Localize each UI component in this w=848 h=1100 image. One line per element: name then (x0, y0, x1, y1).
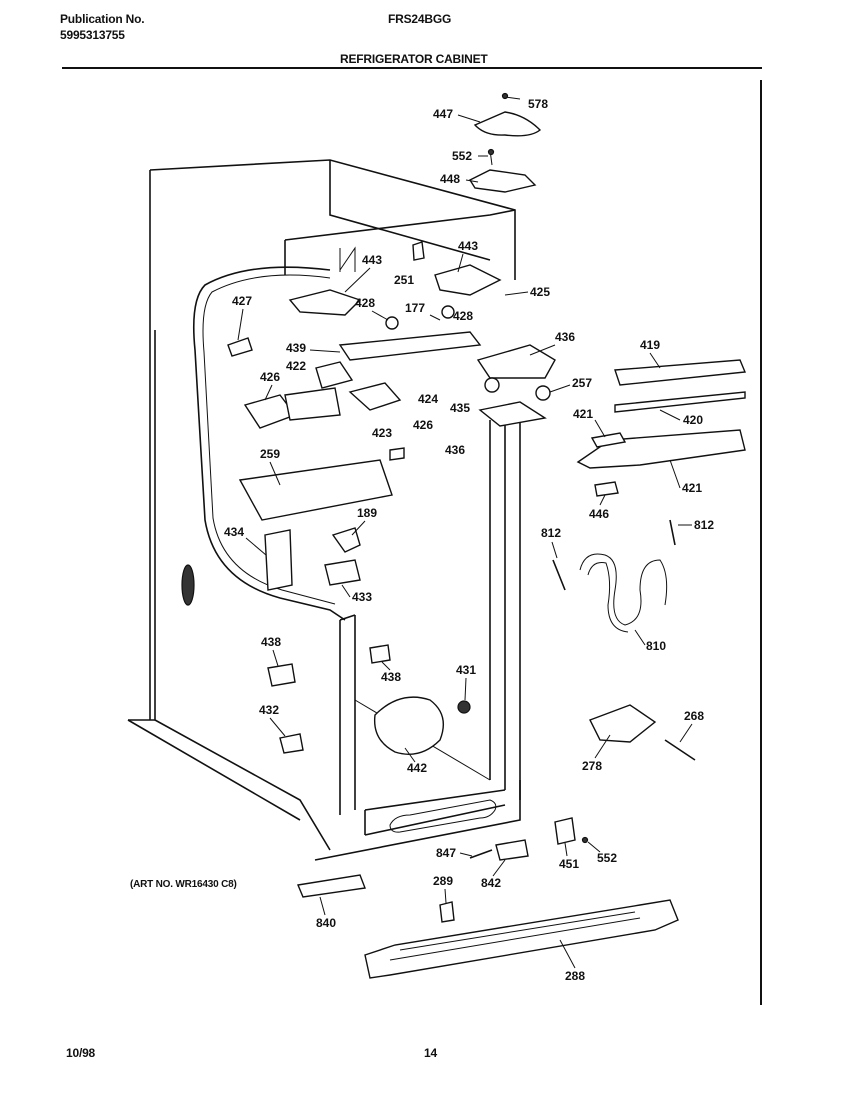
cabinet-outline (127, 159, 521, 861)
callout-426-left: 426 (260, 370, 280, 384)
callout-189: 189 (357, 506, 377, 520)
callout-426-right: 426 (413, 418, 433, 432)
callout-451: 451 (559, 857, 579, 871)
callout-446: 446 (589, 507, 609, 521)
callout-436-bottom: 436 (445, 443, 465, 457)
top-hinge-parts (468, 92, 542, 193)
callout-431: 431 (456, 663, 476, 677)
art-number-note: (ART NO. WR16430 C8) (130, 879, 237, 890)
callout-177: 177 (405, 301, 425, 315)
callout-447: 447 (433, 107, 453, 121)
callout-268: 268 (684, 709, 704, 723)
header-rule (62, 67, 762, 69)
callout-434: 434 (224, 525, 244, 539)
gasket-outline (192, 266, 346, 621)
callout-427: 427 (232, 294, 252, 308)
control-housing-parts (227, 241, 556, 755)
section-title: REFRIGERATOR CABINET (340, 52, 488, 66)
callout-422: 422 (286, 359, 306, 373)
callout-257: 257 (572, 376, 592, 390)
leader-lines (237, 114, 693, 969)
callout-578: 578 (528, 97, 548, 111)
callout-438-left: 438 (261, 635, 281, 649)
callout-428-right: 428 (453, 309, 473, 323)
callout-443-left: 443 (362, 253, 382, 267)
callout-840: 840 (316, 916, 336, 930)
callout-435: 435 (450, 401, 470, 415)
callout-812-right: 812 (694, 518, 714, 532)
callout-810: 810 (646, 639, 666, 653)
evaporator-parts (552, 359, 747, 761)
callout-425: 425 (530, 285, 550, 299)
callout-421-top: 421 (573, 407, 593, 421)
footer-page-number: 14 (424, 1046, 437, 1060)
callout-251: 251 (394, 273, 414, 287)
callout-259: 259 (260, 447, 280, 461)
callout-812-left: 812 (541, 526, 561, 540)
callout-552-bottom: 552 (597, 851, 617, 865)
callout-436-top: 436 (555, 330, 575, 344)
callout-433: 433 (352, 590, 372, 604)
right-margin-rule (760, 80, 762, 1005)
callout-289: 289 (433, 874, 453, 888)
model-number: FRS24BGG (388, 12, 452, 26)
callout-424: 424 (418, 392, 438, 406)
callout-847: 847 (436, 846, 456, 860)
callout-278: 278 (582, 759, 602, 773)
callout-443-right: 443 (458, 239, 478, 253)
callout-420: 420 (683, 413, 703, 427)
callout-439: 439 (286, 341, 306, 355)
callout-labels: 578 447 552 448 443 251 443 425 427 428 … (224, 97, 714, 983)
callout-419: 419 (640, 338, 660, 352)
callout-552-top: 552 (452, 149, 472, 163)
callout-423: 423 (372, 426, 392, 440)
callout-448: 448 (440, 172, 460, 186)
callout-842: 842 (481, 876, 501, 890)
publication-number: 5995313755 (60, 28, 125, 42)
bottom-parts (297, 817, 679, 979)
callout-421-bottom: 421 (682, 481, 702, 495)
callout-438-right: 438 (381, 670, 401, 684)
callout-288: 288 (565, 969, 585, 983)
callout-428-left: 428 (355, 296, 375, 310)
publication-label: Publication No. (60, 12, 145, 26)
footer-date: 10/98 (66, 1046, 96, 1060)
gasket-inner (202, 274, 336, 605)
callout-432: 432 (259, 703, 279, 717)
callout-442: 442 (407, 761, 427, 775)
